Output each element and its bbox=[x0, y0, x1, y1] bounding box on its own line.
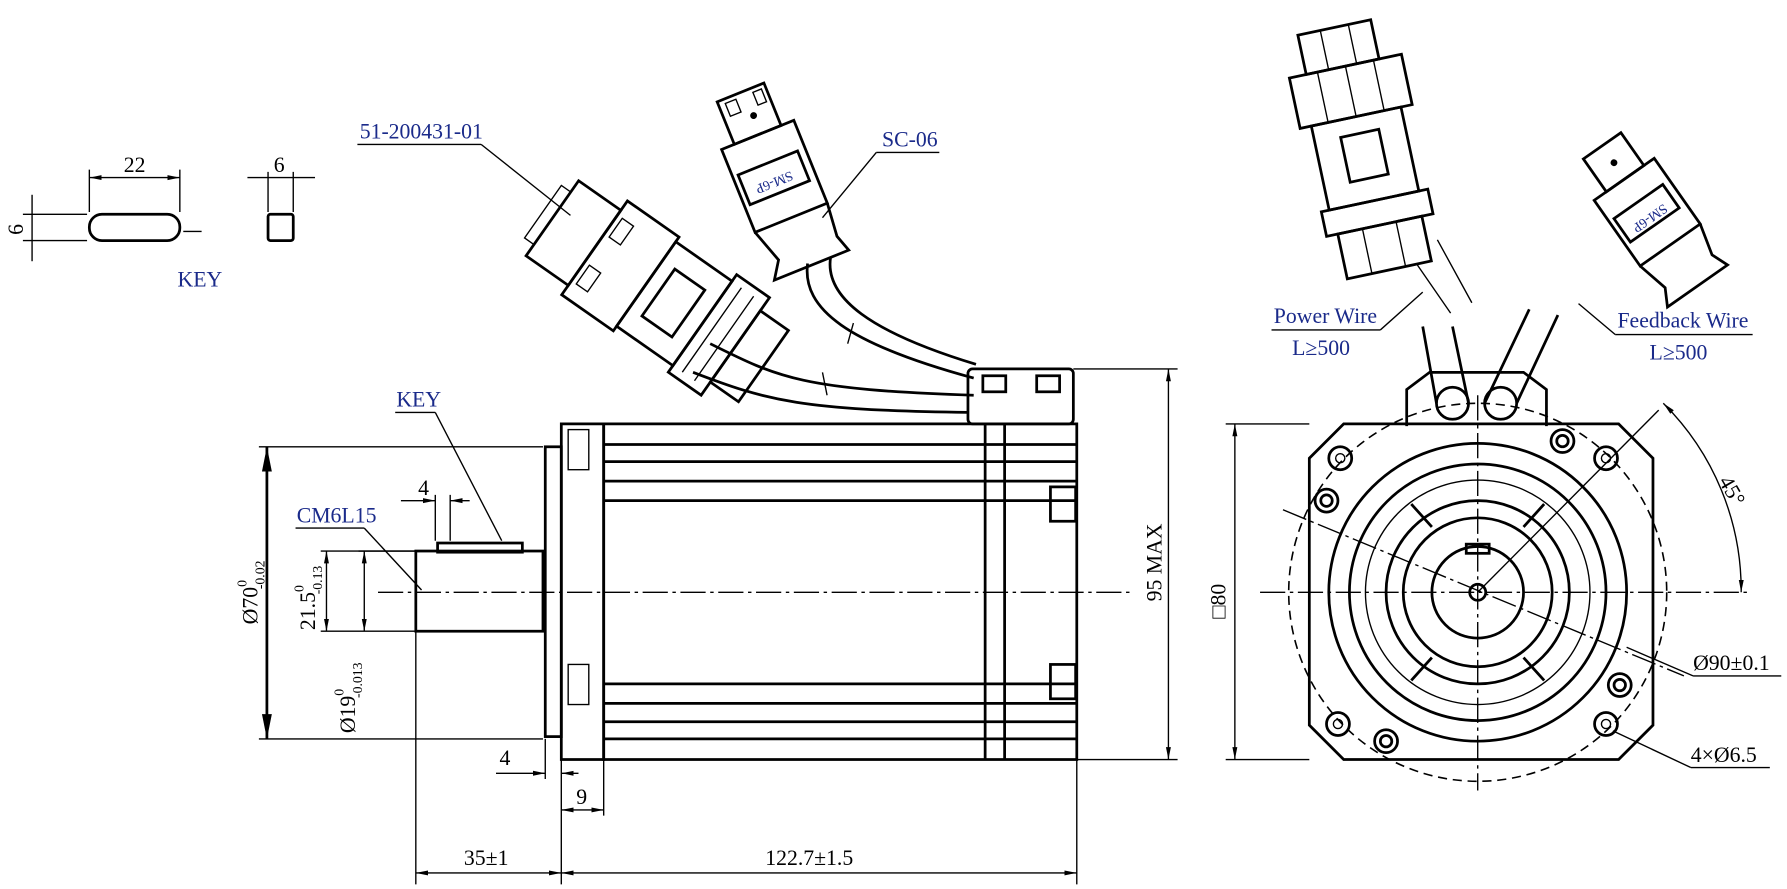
feedback-connector-end: SM-6P bbox=[1581, 130, 1730, 310]
mounting-holes bbox=[1313, 428, 1633, 755]
side-view-dimensions: Ø700-0.02 21.50-0.13 Ø190-0.013 4 CM6L15… bbox=[234, 368, 1178, 885]
feedback-wire-length: L≥500 bbox=[1650, 341, 1708, 365]
cables bbox=[692, 257, 977, 414]
body-length-dim: 122.7±1.5 bbox=[765, 846, 853, 870]
end-view-dimensions: □80 45° Ø90±0.1 4×Ø6.5 Power Wire L≥500 … bbox=[1207, 291, 1782, 769]
key-end-width-dim: 6 bbox=[274, 153, 285, 177]
motor-end-view bbox=[1260, 308, 1747, 791]
power-connector-end bbox=[1287, 18, 1473, 314]
power-wire-length: L≥500 bbox=[1292, 336, 1350, 360]
square-dim: □80 bbox=[1207, 584, 1231, 619]
key-height-dim: 21.50-0.13 bbox=[292, 566, 325, 631]
key-detail: 22 6 KEY 6 bbox=[4, 153, 316, 291]
key-leader-label: KEY bbox=[396, 388, 441, 412]
thread-label: CM6L15 bbox=[297, 503, 377, 527]
power-wire-label: Power Wire bbox=[1274, 304, 1377, 328]
key-width-dim: 22 bbox=[124, 153, 146, 177]
key-height-dim: 6 bbox=[4, 224, 28, 235]
shaft-length-dim: 35±1 bbox=[464, 846, 509, 870]
feedback-connector-end-marking: SM-6P bbox=[1630, 201, 1671, 236]
flange-offset-dim: 9 bbox=[576, 785, 587, 809]
feedback-connector-side: SM-6P bbox=[715, 81, 852, 283]
shaft-diameter-dim: Ø190-0.013 bbox=[332, 662, 365, 733]
feedback-connector-part-no: SC-06 bbox=[882, 128, 938, 152]
feedback-connector-marking: SM-6P bbox=[753, 168, 795, 197]
height-max-dim: 95 MAX bbox=[1143, 523, 1167, 601]
key-detail-label: KEY bbox=[178, 267, 223, 291]
feedback-wire-label: Feedback Wire bbox=[1617, 309, 1748, 333]
power-connector-part-no: 51-200431-01 bbox=[360, 120, 483, 144]
key-width-dim: 4 bbox=[418, 476, 429, 500]
flange-diameter-dim: Ø700-0.02 bbox=[234, 560, 267, 624]
flange-thickness-dim: 4 bbox=[499, 746, 510, 770]
pcd-dim: Ø90±0.1 bbox=[1693, 651, 1770, 675]
holes-dim: 4×Ø6.5 bbox=[1691, 743, 1757, 767]
power-connector-side bbox=[523, 178, 791, 404]
motor-side-view bbox=[378, 367, 1135, 761]
angle-dim: 45° bbox=[1714, 472, 1750, 510]
